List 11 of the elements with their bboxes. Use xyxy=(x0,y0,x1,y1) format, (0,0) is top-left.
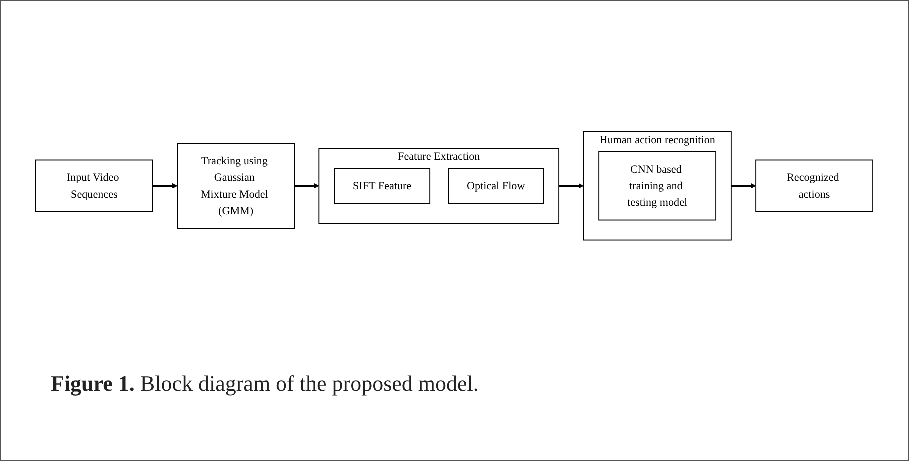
arrow xyxy=(559,183,584,189)
node-box: Input Video Sequences xyxy=(36,160,154,212)
arrow xyxy=(294,183,320,189)
node-box: Tracking using Gaussian Mixture Model (GMM) xyxy=(177,143,295,229)
node-box: CNN based training and testing model xyxy=(598,151,716,221)
arrow xyxy=(731,183,756,189)
node-box: Optical Flow xyxy=(448,168,544,204)
figure-caption: Figure 1. Block diagram of the proposed model. xyxy=(51,371,480,397)
node-box: Recognized actions xyxy=(756,160,874,212)
node-box: SIFT Feature xyxy=(334,168,431,204)
arrow xyxy=(152,183,178,189)
